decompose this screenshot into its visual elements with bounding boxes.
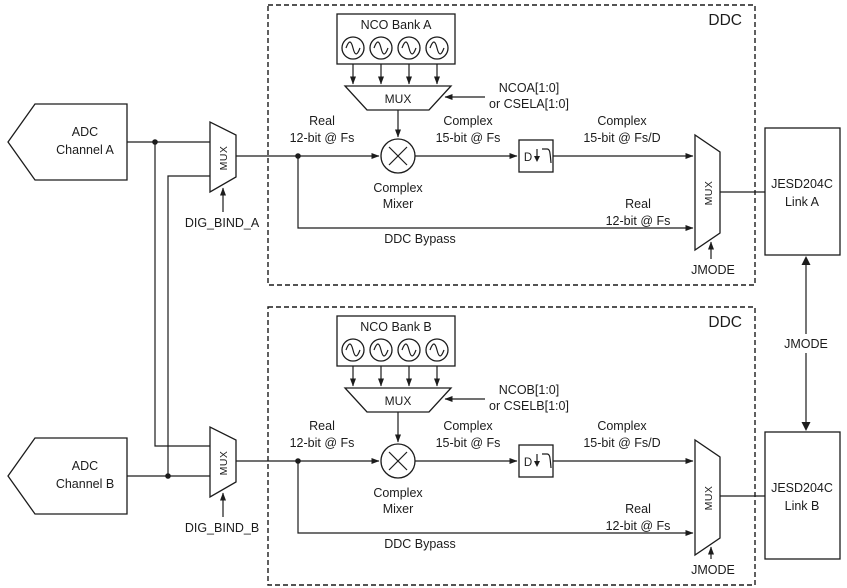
output-mux-a-label: MUX: [703, 181, 715, 206]
oscillator-icon: [425, 36, 449, 60]
output-mux-b: [694, 438, 721, 557]
oscillator-icon: [341, 338, 365, 362]
mixer-a-label: Complex: [373, 181, 423, 195]
mixer-x-icon: [388, 451, 408, 471]
oscillator-icon: [397, 338, 421, 362]
input-mux-a: [209, 120, 237, 194]
ddc-bypass-a-label: DDC Bypass: [384, 232, 456, 246]
oscillator-icon: [425, 338, 449, 362]
jmode-link-label: JMODE: [784, 337, 828, 351]
junction-dot: [165, 473, 171, 479]
ddc-a-boundary: [267, 4, 756, 286]
real-in-b-label: Real: [309, 419, 335, 433]
nco-select-a-label: NCOA[1:0]: [499, 81, 559, 95]
jmode-a-label: JMODE: [691, 263, 735, 277]
complex-fsd-a-label: 15-bit @ Fs/D: [583, 131, 660, 145]
nco-mux-b: [343, 387, 453, 413]
input-mux-b: [209, 425, 237, 499]
adc-channel-a-block: [7, 103, 128, 181]
adc-channel-a-label: Channel A: [56, 143, 114, 157]
channel-b: ADC Channel B MUX DIG_BIND_B DDC NCO Ban…: [7, 306, 841, 586]
input-mux-a-label: MUX: [218, 146, 230, 171]
jesd-link-b-label: Link B: [785, 499, 820, 513]
decimation-a-label: D: [524, 152, 532, 164]
bypass-real-a-label: Real: [625, 197, 651, 211]
jesd-jmode-link: JMODE: [781, 256, 831, 431]
adc-channel-b-label: Channel B: [56, 477, 114, 491]
downsample-arrow-icon: [534, 454, 540, 467]
mixer-x-icon: [388, 146, 408, 166]
jesd-link-b-block: [764, 431, 841, 560]
jesd-link-a-label: JESD204C: [771, 177, 833, 191]
bypass-real-b-label: Real: [625, 502, 651, 516]
oscillator-icon: [369, 36, 393, 60]
nco-mux-a-label: MUX: [385, 92, 412, 106]
oscillator-icon: [341, 36, 365, 60]
nco-select-b-label: or CSELB[1:0]: [489, 399, 569, 413]
wire-adca-to-muxb: [154, 142, 210, 447]
oscillator-icon: [397, 36, 421, 60]
complex-fsd-b-label: Complex: [597, 419, 647, 433]
jesd-link-b-label: JESD204C: [771, 481, 833, 495]
downsample-arrow-icon: [534, 149, 540, 162]
input-routing: [127, 139, 210, 479]
wire-ddc-bypass: [297, 461, 694, 536]
nco-bank-a-label: NCO Bank A: [361, 18, 433, 32]
channel-a: ADC Channel A MUX DIG_BIND_A DDC NCO Ban…: [7, 4, 841, 286]
nco-select-b-label: NCOB[1:0]: [499, 383, 559, 397]
nco-select-a-label: or CSELA[1:0]: [489, 97, 569, 111]
adc-channel-b-block: [7, 437, 128, 515]
decimation-b-label: D: [524, 457, 532, 469]
complex-fs-a-label: Complex: [443, 114, 493, 128]
real-in-a-label: 12-bit @ Fs: [290, 131, 355, 145]
wire-ddc-bypass: [297, 156, 694, 231]
mixer-b-label: Mixer: [383, 502, 414, 516]
mixer-b-label: Complex: [373, 486, 423, 500]
ddc-b-boundary: [267, 306, 756, 586]
arrowhead-down-icon: [801, 422, 811, 431]
junction-dot: [152, 139, 158, 145]
complex-fs-b-label: Complex: [443, 419, 493, 433]
filter-response-icon: [542, 148, 552, 164]
label-mask: [781, 334, 831, 353]
complex-fsd-a-label: Complex: [597, 114, 647, 128]
dig-bind-b-label: DIG_BIND_B: [185, 521, 259, 535]
real-in-b-label: 12-bit @ Fs: [290, 436, 355, 450]
output-mux-b-label: MUX: [703, 486, 715, 511]
complex-fs-a-label: 15-bit @ Fs: [436, 131, 501, 145]
jesd-link-a-label: Link A: [785, 195, 820, 209]
complex-fsd-b-label: 15-bit @ Fs/D: [583, 436, 660, 450]
adc-channel-a-label: ADC: [72, 125, 98, 139]
ddc-a-title: DDC: [708, 12, 742, 29]
nco-mux-b-label: MUX: [385, 394, 412, 408]
bypass-real-b-label: 12-bit @ Fs: [606, 519, 671, 533]
ddc-b-title: DDC: [708, 314, 742, 331]
real-in-a-label: Real: [309, 114, 335, 128]
output-mux-a: [694, 133, 721, 252]
bypass-real-a-label: 12-bit @ Fs: [606, 214, 671, 228]
jmode-b-label: JMODE: [691, 563, 735, 577]
nco-mux-a: [343, 85, 453, 111]
adc-channel-b-label: ADC: [72, 459, 98, 473]
mixer-a-label: Mixer: [383, 197, 414, 211]
complex-fs-b-label: 15-bit @ Fs: [436, 436, 501, 450]
dig-bind-a-label: DIG_BIND_A: [185, 216, 260, 230]
input-mux-b-label: MUX: [218, 451, 230, 476]
jesd-link-a-block: [764, 127, 841, 256]
nco-bank-b-label: NCO Bank B: [360, 320, 432, 334]
filter-response-icon: [542, 453, 552, 469]
wire-adcb-to-muxa: [167, 175, 210, 476]
oscillator-icon: [369, 338, 393, 362]
ddc-bypass-b-label: DDC Bypass: [384, 537, 456, 551]
arrowhead-up-icon: [801, 256, 811, 265]
